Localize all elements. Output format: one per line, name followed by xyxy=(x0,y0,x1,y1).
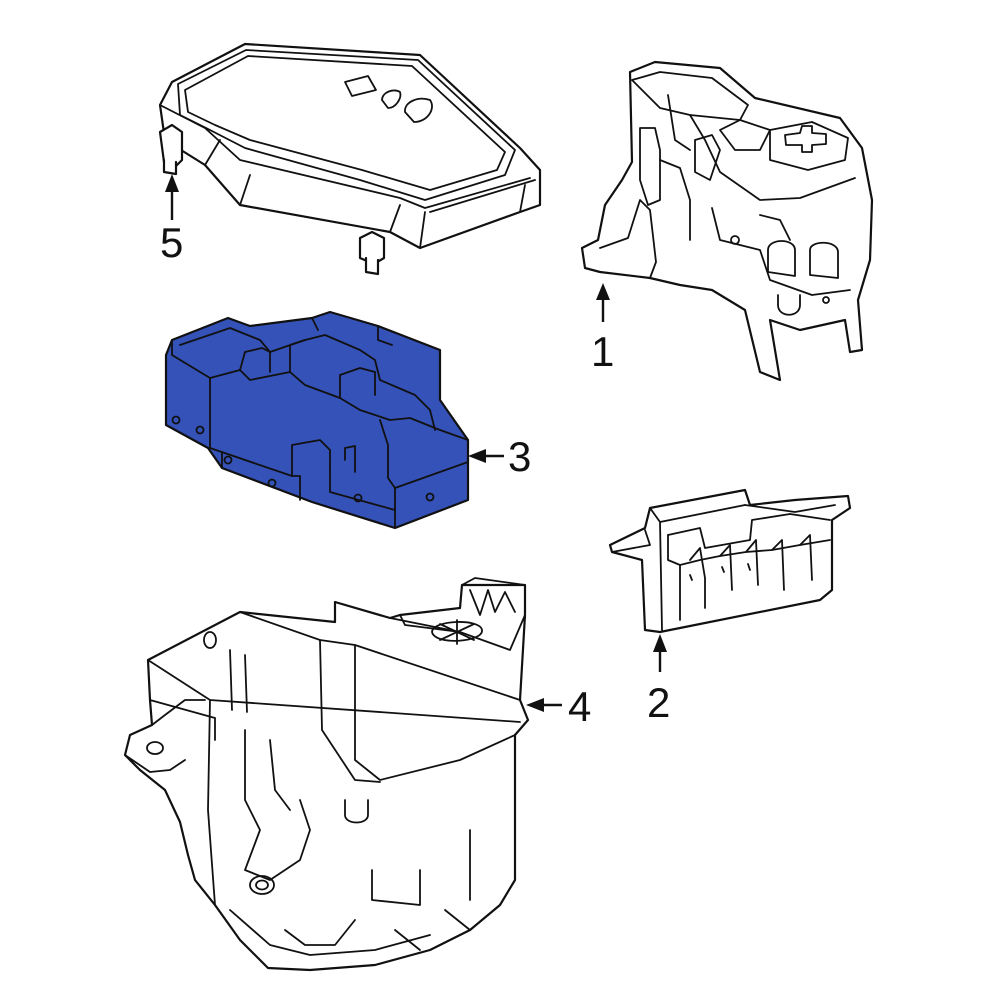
callout-2: 2 xyxy=(647,634,670,726)
part-lower-housing[interactable] xyxy=(123,577,530,972)
callout-1-arrowhead xyxy=(596,283,610,300)
callout-5: 5 xyxy=(160,174,183,266)
part-relay-block[interactable] xyxy=(580,60,874,382)
part-cover[interactable] xyxy=(158,42,542,276)
callout-4-label: 4 xyxy=(568,683,591,730)
callout-4-arrowhead xyxy=(526,698,544,712)
part-carrier-highlighted[interactable] xyxy=(164,310,470,530)
callout-3-arrowhead xyxy=(468,449,486,463)
callout-2-arrowhead xyxy=(653,634,667,652)
callout-5-label: 5 xyxy=(160,219,183,266)
part-bracket[interactable] xyxy=(608,488,852,634)
callout-3-label: 3 xyxy=(508,433,531,480)
callout-3: 3 xyxy=(468,433,531,480)
callout-1: 1 xyxy=(591,283,614,375)
callout-2-label: 2 xyxy=(647,679,670,726)
callout-4: 4 xyxy=(526,683,591,730)
callout-1-label: 1 xyxy=(591,328,614,375)
callout-5-arrowhead xyxy=(165,174,179,192)
